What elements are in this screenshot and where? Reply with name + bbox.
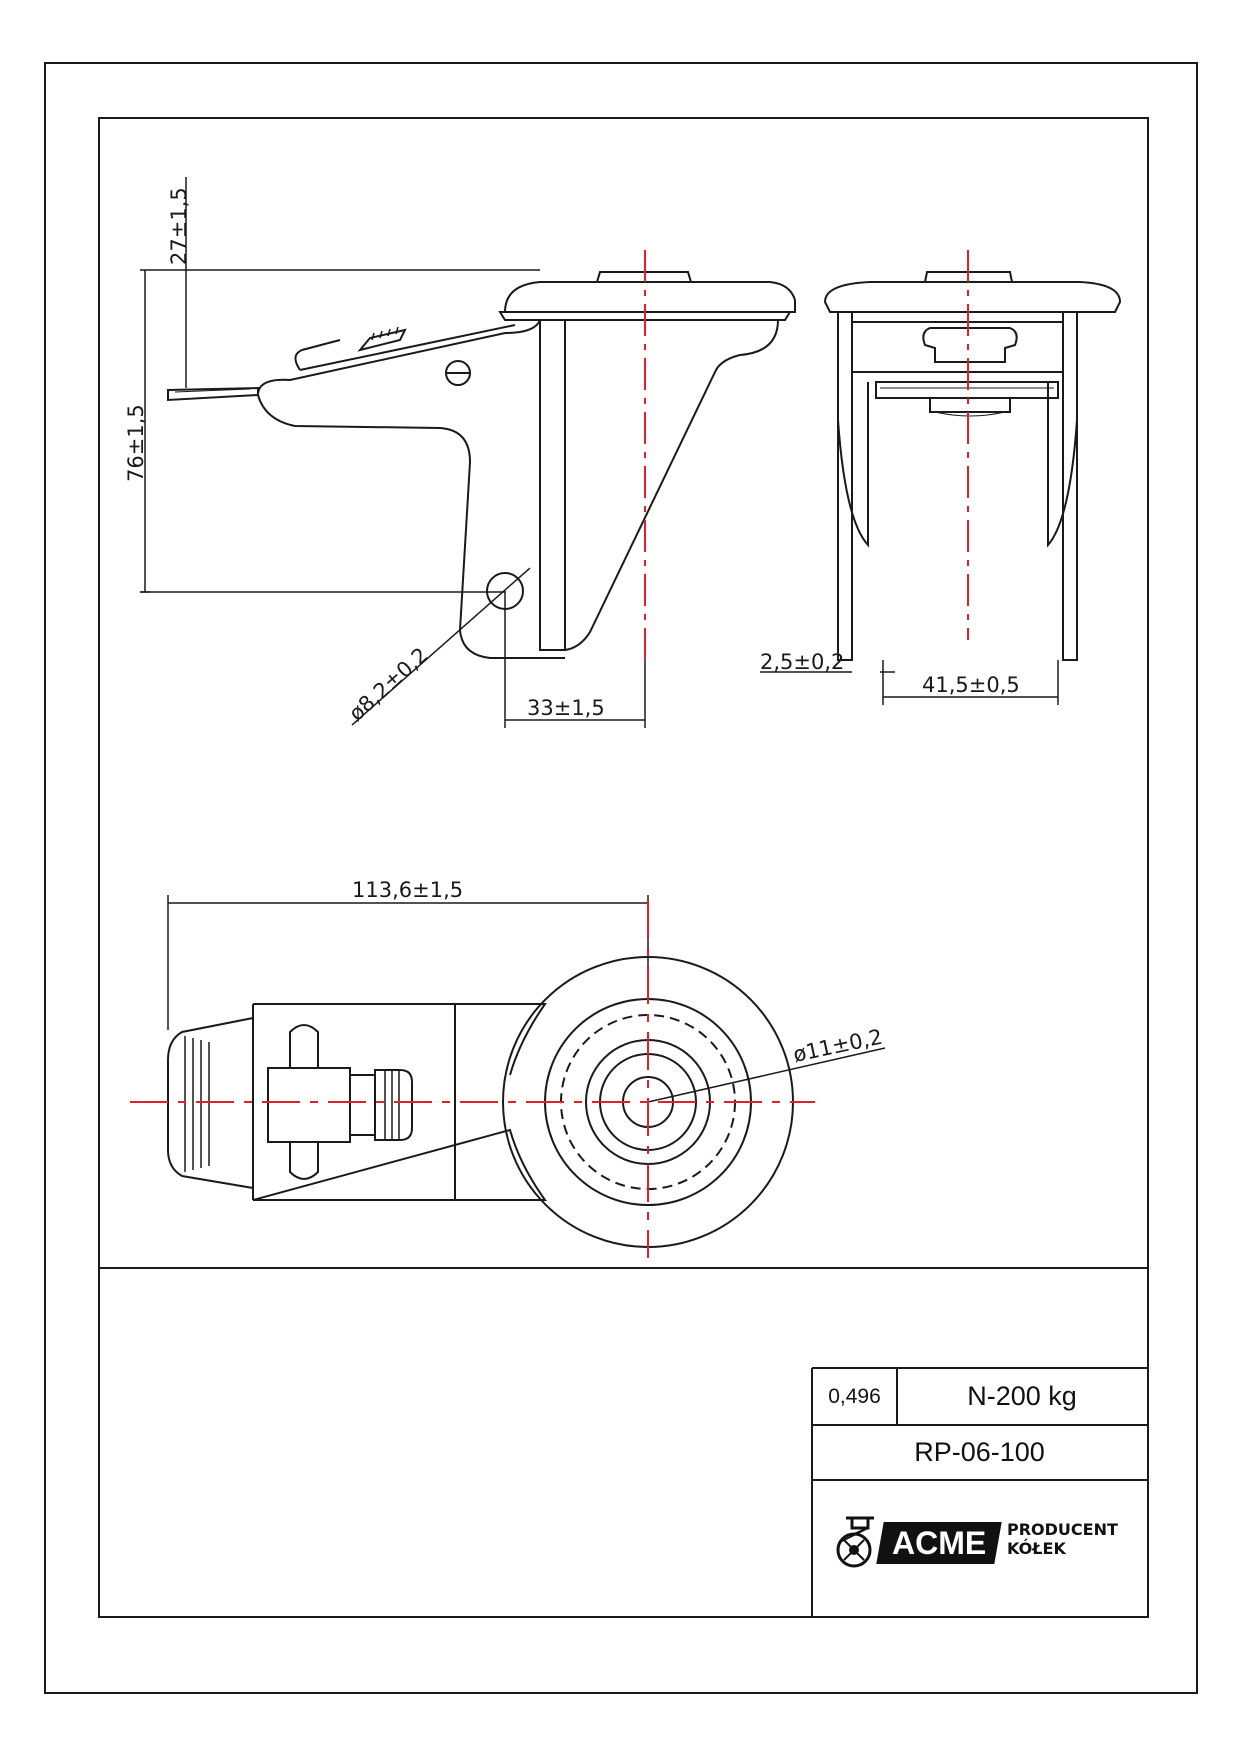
logo-line-2: KÓŁEK bbox=[1007, 1539, 1066, 1558]
logo-subtitle: PRODUCENT KÓŁEK bbox=[1007, 1520, 1118, 1558]
dim-hole-dia: ø8,2±0,2 bbox=[344, 643, 432, 726]
front-dim-lines bbox=[760, 660, 1059, 705]
title-code: RP-06-100 bbox=[914, 1437, 1045, 1467]
logo-brand: ACME bbox=[876, 1522, 1002, 1564]
inner-frame-lower bbox=[98, 1268, 1149, 1618]
top-dim-lines bbox=[167, 895, 886, 1103]
front-view bbox=[823, 271, 1122, 661]
title-weight: 0,496 bbox=[828, 1384, 881, 1408]
dim-bore-dia: ø11±0,2 bbox=[791, 1025, 885, 1067]
inner-frame bbox=[98, 117, 1149, 1269]
dim-width: 41,5±0,5 bbox=[922, 673, 1020, 697]
dim-hole-offset: 33±1,5 bbox=[527, 696, 605, 720]
dim-h-lever: 27±1,5 bbox=[167, 187, 191, 265]
outer-frame bbox=[44, 62, 1198, 1694]
title-load: N-200 kg bbox=[967, 1381, 1077, 1411]
logo-line-1: PRODUCENT bbox=[1007, 1520, 1118, 1539]
company-logo: ACME PRODUCENT KÓŁEK bbox=[832, 1510, 1132, 1570]
side-view bbox=[167, 271, 796, 659]
title-block-grid bbox=[811, 1367, 1148, 1617]
side-dim-lines bbox=[140, 177, 646, 728]
dim-length: 113,6±1,5 bbox=[352, 878, 463, 902]
dim-h-total: 76±1,5 bbox=[124, 404, 148, 482]
caster-wheel-icon bbox=[836, 1516, 874, 1568]
dim-wall: 2,5±0,2 bbox=[760, 650, 844, 674]
